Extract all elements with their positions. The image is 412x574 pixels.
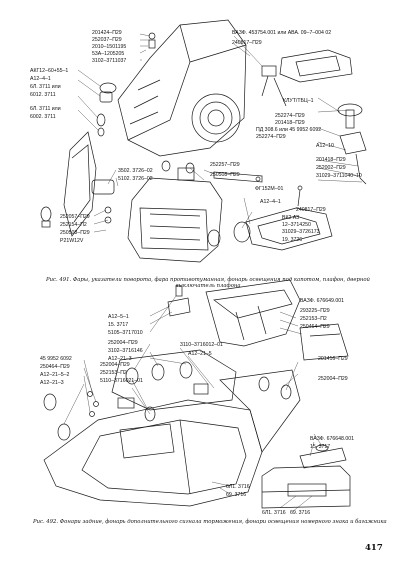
- label-15-3717-top: 15. 3717: [108, 322, 128, 328]
- label-12-3714250: 12–3714250: [282, 222, 311, 228]
- rear-lamp-left: [43, 399, 263, 507]
- label-69-3716-b: 69. 3716: [290, 510, 310, 516]
- label-vazf-676648: ВАЗФ. 676648.001: [310, 436, 354, 442]
- label-a12-21-3-b: А12–21–3: [40, 380, 64, 386]
- label-3502-3726: 3502. 3726–02: [118, 168, 153, 174]
- label-a12-21-5-a: А12–21–5: [188, 351, 212, 357]
- figure-492-drawing: [43, 279, 351, 509]
- figure-492-labels: А12–5–1 15. 3717 5105–3717010 ВАЗФ. 6766…: [40, 298, 354, 516]
- label-a12-4-1-mid: А12–4–1: [260, 199, 281, 205]
- figure-491-drawing: [40, 19, 367, 263]
- mounting-bracket: [299, 323, 349, 361]
- label-252274-b: 252274–П29: [256, 134, 286, 140]
- label-6012-3711: 6012. 3711: [30, 92, 56, 98]
- rear-bulbs-left: [43, 391, 156, 441]
- label-a12-10: А12–10: [316, 143, 334, 149]
- label-240817-top: 240817–П29: [232, 40, 262, 46]
- label-252004-b: 252004–П29: [100, 362, 130, 368]
- label-252153-top: 252153–П2: [300, 316, 327, 322]
- label-a12-21-3-a: А12–21–3: [108, 356, 132, 362]
- label-3102-3711037: 3102–3711037: [92, 58, 126, 64]
- figure-492-caption: Рис. 492. Фонари задние, фонарь дополнит…: [33, 519, 387, 525]
- page-number: 417: [365, 543, 383, 553]
- dome-lamp: [233, 185, 333, 251]
- label-252153-mid: 252153–П2: [100, 370, 127, 376]
- label-6002-3711: 6002. 3711: [30, 114, 56, 120]
- label-252257: 252257–П29: [210, 162, 240, 168]
- label-252154: 252154–П2: [60, 222, 87, 228]
- label-45-9952-6092: 45 9952 6092: [40, 356, 72, 362]
- label-15-3717-bottom: 15. 3717: [310, 444, 330, 450]
- label-250508-bottom: 250508–П29: [60, 230, 90, 236]
- label-53a-1205205: 53А–1205205: [92, 51, 124, 57]
- label-252057: 252057–П29: [60, 214, 90, 220]
- label-240817-mid: 240817–П29: [296, 207, 326, 213]
- label-293225: 293225–П29: [300, 308, 330, 314]
- bulb-parts-left: [96, 82, 117, 137]
- label-252004-c: 252004–П29: [318, 376, 348, 382]
- label-vk2a3: ВК2 А3: [282, 215, 299, 221]
- label-250464-top: 250464–П29: [300, 324, 330, 330]
- label-69-3716-a: 69. 3716: [226, 492, 246, 498]
- figure-491-caption: Рис. 491. Фары, указатели поворота, фара…: [46, 277, 370, 290]
- label-a12-4-1-top: А12–4–1: [30, 76, 51, 82]
- label-252004-a: 252004–П29: [108, 340, 138, 346]
- label-a12-5-1: А12–5–1: [108, 314, 129, 320]
- callout-leaders: [63, 33, 363, 513]
- label-pd308: ПД 308.6 или 45 9952 6092: [256, 127, 321, 133]
- label-6l1-3716-a: 6Л1. 3716: [226, 484, 250, 490]
- label-3110-3716012: 3110–3716012–01: [180, 342, 223, 348]
- label-6l-3711-b: 6Л. 3711 или: [30, 106, 61, 112]
- door-switch: [337, 103, 367, 185]
- figure-491-labels: 201424–П29 252037–П29 2010–1501195 53А–1…: [30, 30, 362, 244]
- label-5102-3726: 5102. 3726–02: [118, 176, 153, 182]
- label-252002: 252002–П29: [316, 165, 346, 171]
- label-6l-3711-a: 6Л. 3711 или: [30, 84, 61, 90]
- label-fg152m: ФГ152М–01: [255, 186, 283, 192]
- label-5105-3717010: 5105–3717010: [108, 330, 143, 336]
- high-mount-brake-light: [205, 279, 301, 347]
- label-201418-a: 201418–П29: [275, 120, 305, 126]
- fog-lamp: [127, 167, 223, 263]
- label-klut: КЛУТ/ТБЦ–1: [283, 98, 314, 104]
- label-19-3726: 19. 3726: [282, 237, 302, 243]
- label-250508-top: 250508–П29: [210, 172, 240, 178]
- label-31029-3726173: 31029–3726173: [282, 229, 320, 235]
- turn-signal-lens: [40, 131, 115, 237]
- label-akg12: АКГ12–60+55–1: [30, 68, 68, 74]
- label-5110-3716021: 5110–3716021–01: [100, 378, 143, 384]
- label-31029-3711040: 31029–3711040–10: [316, 173, 362, 179]
- label-252274-a: 252274–П29: [275, 113, 305, 119]
- label-201424: 201424–П29: [92, 30, 122, 36]
- rear-lamp-right: [219, 369, 301, 453]
- headlamp-bulbs: [148, 32, 195, 174]
- label-250464-mid: 250464–П29: [40, 364, 70, 370]
- label-6l1-3716-b: 6Л1. 3716: [262, 510, 286, 516]
- fog-lamp-bracket: [213, 171, 263, 183]
- license-plate-lamp: [299, 444, 347, 469]
- label-3102-3716146: 3102–3716146: [108, 348, 143, 354]
- headlamp-assembly: [117, 19, 247, 157]
- underhood-lamp: [261, 49, 353, 107]
- label-252037: 252037–П29: [92, 37, 122, 43]
- label-p21w12v: P21W12V: [60, 238, 84, 244]
- label-2010-1501195: 2010–1501195: [92, 44, 126, 50]
- label-201418-b: 201418–П29: [316, 157, 346, 163]
- trunk-lamp: [167, 285, 191, 317]
- label-vazf-453754: ВАЗФ. 453754.001 или АВА. 09–7–004 02: [232, 30, 331, 36]
- car-rear-inset: [261, 465, 351, 509]
- label-201416: 201416–П29: [318, 356, 348, 362]
- rear-lamp-sockets: [111, 349, 237, 411]
- label-vazf-676649: ВАЗФ. 676649.001: [300, 298, 344, 304]
- label-a12-21-5-2: А12–21–5–2: [40, 372, 70, 378]
